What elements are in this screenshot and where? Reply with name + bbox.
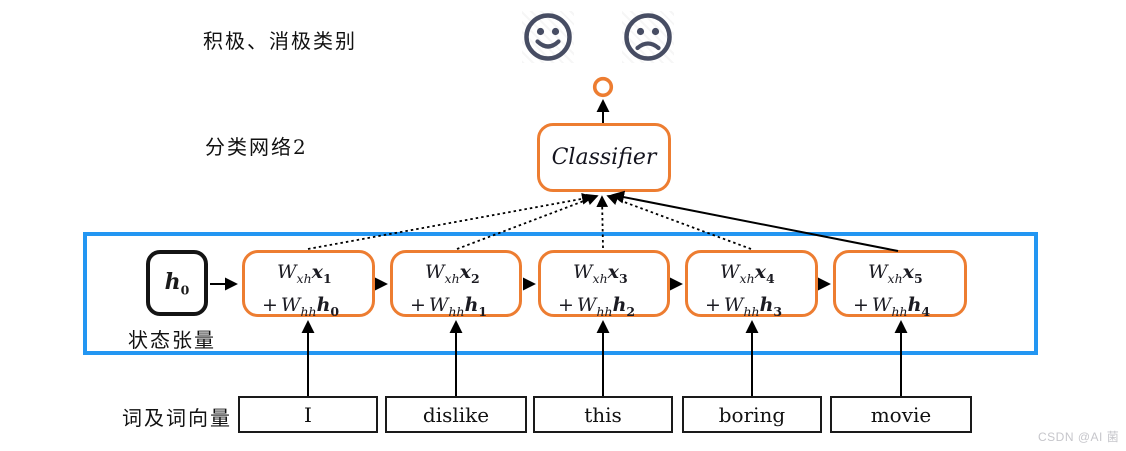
word-box: I (238, 396, 378, 433)
word-box: dislike (385, 396, 527, 433)
label-classification-network: 分类网络2 (205, 135, 308, 159)
word-box: boring (682, 396, 822, 433)
rnn-cell: Wxhx2 +Whhh1 (390, 250, 522, 319)
initial-state-box: h0 (146, 250, 208, 316)
word-box: this (533, 396, 673, 433)
output-circle-icon (592, 76, 614, 102)
rnn-cell: Wxhx5 +Whhh4 (833, 250, 967, 319)
rnn-cell: Wxhx1 +Whhh0 (242, 250, 375, 319)
smiley-sad-icon (622, 11, 674, 63)
label-state-tensor: 状态张量 (128, 328, 216, 352)
word-box: movie (830, 396, 972, 433)
label-sentiment-categories: 积极、消极类别 (203, 29, 357, 53)
initial-state-formula: h0 (164, 268, 190, 298)
watermark: CSDN @AI 菌 (1038, 430, 1120, 444)
rnn-cell: Wxhx4 +Whhh3 (685, 250, 818, 319)
smiley-happy-icon (522, 11, 574, 63)
classifier-label: Classifier (551, 145, 657, 170)
classifier-box: Classifier (537, 123, 671, 192)
label-word-vectors: 词及词向量 (122, 406, 232, 430)
rnn-cell: Wxhx3 +Whhh2 (538, 250, 670, 319)
